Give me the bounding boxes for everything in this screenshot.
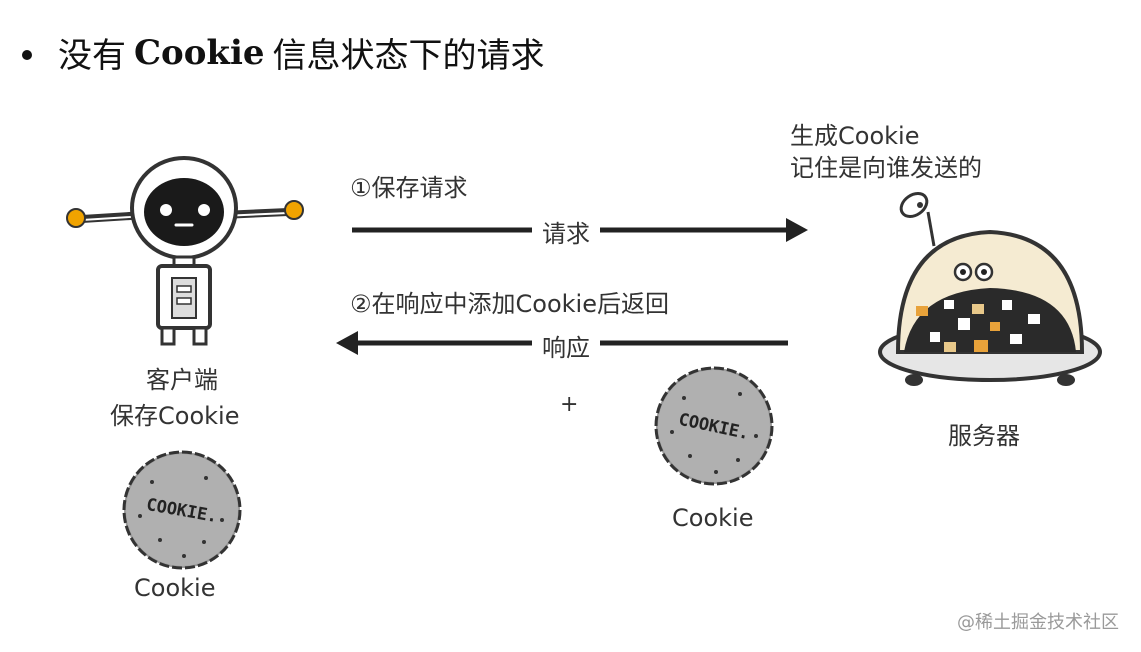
plus-sign: + (560, 392, 579, 417)
bullet-icon (22, 49, 32, 60)
response-label: 响应 (532, 328, 600, 363)
response-cookie-icon: COOKIE. (654, 366, 774, 486)
server-label: 服务器 (948, 422, 1020, 450)
client-save-label: 保存Cookie (110, 402, 240, 430)
step2-caption: ②在响应中添加Cookie后返回 (350, 290, 669, 318)
watermark: @稀土掘金技术社区 (957, 612, 1119, 633)
server-note-line1: 生成Cookie (790, 122, 920, 150)
step1-caption: ①保存请求 (350, 174, 468, 202)
request-label: 请求 (532, 214, 600, 249)
client-cookie-icon: COOKIE. (122, 450, 242, 570)
heading-suffix: 信息状态下的请求 (272, 36, 545, 76)
client-label: 客户端 (146, 366, 218, 394)
heading-prefix: 没有 (58, 36, 126, 76)
client-cookie-caption: Cookie (134, 574, 216, 602)
slide-heading: 没有 Cookie 信息状态下的请求 (22, 28, 545, 77)
server-robot-icon (878, 192, 1102, 386)
server-note-line2: 记住是向谁发送的 (790, 154, 982, 182)
response-cookie-caption: Cookie (672, 504, 754, 532)
client-robot-icon (66, 156, 304, 346)
heading-bold: Cookie (134, 32, 265, 73)
